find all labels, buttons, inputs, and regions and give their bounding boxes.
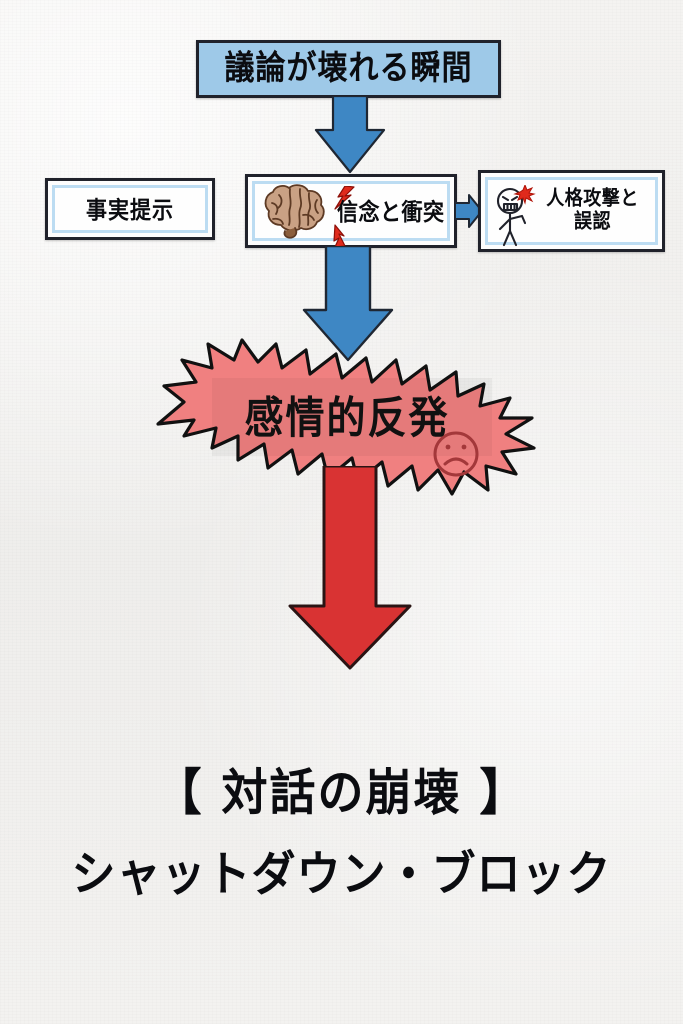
- arrow-belief-to-emotion: [302, 246, 394, 362]
- node-attack-label-line1: 人格攻撃と: [546, 186, 639, 210]
- node-personal-attack: 人格攻撃と 誤認: [478, 170, 665, 252]
- sad-face-icon: [433, 431, 479, 477]
- title-text: 議論が壊れる瞬間: [224, 48, 473, 89]
- brain-icon: [264, 184, 325, 239]
- arrow-emotion-to-breakdown: [288, 466, 412, 670]
- node-fact-inner: 事実提示: [52, 185, 208, 233]
- node-attack-inner: 人格攻撃と 誤認: [485, 177, 658, 247]
- lightning-bolt-icon-lower: [333, 224, 346, 248]
- arrow-belief-to-attack: [455, 194, 483, 228]
- title-box: 議論が壊れる瞬間: [196, 40, 501, 98]
- node-fact-presentation: 事実提示: [45, 178, 215, 240]
- anger-spark-icon: [513, 185, 536, 205]
- node-belief-label: 信念と衝突: [337, 198, 445, 226]
- caption-line-2: シャットダウン・ブロック: [71, 847, 612, 903]
- node-fact-label: 事実提示: [86, 196, 174, 224]
- node-attack-label-line2: 誤認: [574, 209, 611, 233]
- emotional-backlash-burst: [156, 338, 536, 496]
- caption-line-1: 【 対話の崩壊 】: [155, 763, 528, 822]
- lightning-bolt-icon-upper: [334, 186, 355, 210]
- node-belief-inner: 信念と衝突: [252, 181, 450, 248]
- arrow-title-to-belief: [314, 96, 386, 174]
- node-belief-conflict: 信念と衝突: [245, 174, 457, 248]
- angry-person-icon: [496, 185, 536, 247]
